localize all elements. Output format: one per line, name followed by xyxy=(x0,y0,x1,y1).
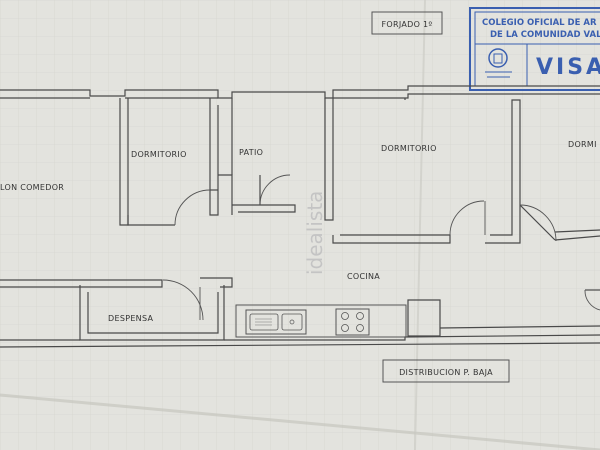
idealista-watermark: idealista xyxy=(303,191,327,275)
walls xyxy=(0,85,600,348)
forjado-box xyxy=(371,11,443,35)
door-arc xyxy=(584,289,600,311)
room-label-dormitorio-left: DORMITORIO xyxy=(131,150,187,159)
door-arc xyxy=(162,279,204,321)
distribution-label: DISTRIBUCION P. BAJA xyxy=(399,368,493,377)
room-label-salon: LON COMEDOR xyxy=(0,183,64,192)
coat-of-arms-icon xyxy=(485,48,512,78)
room-label-dormitorio-right: DORMI xyxy=(568,140,597,149)
room-label-dormitorio-center: DORMITORIO xyxy=(381,144,437,153)
kitchen-counter xyxy=(235,304,407,338)
room-label-despensa: DESPENSA xyxy=(108,314,153,323)
paper-fold xyxy=(414,0,426,450)
college-stamp: COLEGIO OFICIAL DE AR DE LA COMUNIDAD VA… xyxy=(469,7,600,91)
door-arc xyxy=(519,204,557,242)
stamp-line-2: DE LA COMUNIDAD VAL xyxy=(490,30,600,40)
door-arc xyxy=(174,189,211,226)
stamp-line-1: COLEGIO OFICIAL DE AR xyxy=(482,18,597,28)
door-arc xyxy=(449,200,485,236)
room-label-cocina: COCINA xyxy=(347,272,380,281)
room-label-patio: PATIO xyxy=(239,148,263,157)
distribution-box xyxy=(382,359,510,383)
door-swings xyxy=(162,174,600,321)
door-arc xyxy=(259,174,291,206)
paper-fold xyxy=(0,393,600,450)
stamp-visa: VISA xyxy=(536,55,600,80)
stove-icon xyxy=(335,308,370,336)
forjado-label: FORJADO 1º xyxy=(381,20,432,29)
sink-icon xyxy=(245,309,307,335)
